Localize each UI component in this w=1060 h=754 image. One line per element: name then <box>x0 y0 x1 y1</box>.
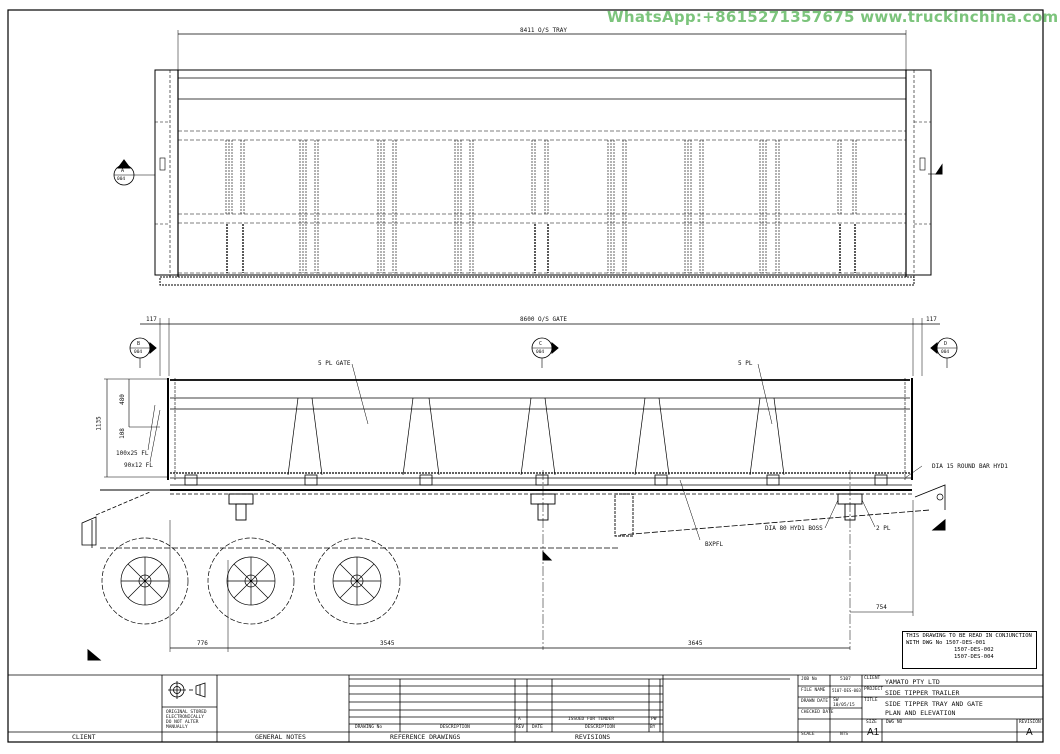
job-no-value: 5107 <box>840 677 851 682</box>
checked-label: CHECKED DATE <box>801 710 834 715</box>
date-header: DATE <box>532 725 543 730</box>
axle-dim-2: 3545 <box>380 640 395 647</box>
project-value: SIDE TIPPER TRAILER <box>885 689 960 697</box>
rear-overhang-dim: 754 <box>876 604 887 611</box>
note-line-2: WITH DWG No 1507-DES-001 <box>906 640 986 646</box>
rev-row-description: ISSUED FOR TENDER <box>568 717 615 722</box>
callout-qty: 2 PL <box>876 525 891 532</box>
callout-round-bar: DIA 15 ROUND BAR HYD1 <box>932 463 1008 470</box>
ref-description-header: DESCRIPTION <box>440 725 470 730</box>
ref-drawing-no-header: DRAWING No <box>355 725 383 730</box>
section-marker-c-letter: C <box>539 341 543 347</box>
title-block-lines <box>8 674 1043 742</box>
by-header: BY <box>650 725 656 730</box>
end-dim-right: 117 <box>926 316 937 323</box>
client-label: CLIENT <box>72 733 96 741</box>
axle-dim-3: 3645 <box>688 640 703 647</box>
note-line-3: 1507-DES-002 <box>954 647 994 653</box>
gate-dimension: 8600 O/S GATE <box>520 316 567 323</box>
watermark: WhatsApp:+8615271357675 www.truckinchina… <box>607 8 1059 26</box>
section-marker-d-letter: D <box>944 341 948 347</box>
plan-overall-dimension: 8411 O/S TRAY <box>520 27 567 34</box>
scale-label: SCALE <box>801 732 815 737</box>
note-line-1: THIS DRAWING TO BE READ IN CONJUNCTION <box>906 633 1032 639</box>
section-marker-c-sheet: 004 <box>536 350 545 355</box>
lower-dimension: 108 <box>118 428 126 439</box>
rev-header: REV <box>516 725 525 730</box>
section-marker-d-sheet: 004 <box>941 350 950 355</box>
drawn-label: DRAWN DATE <box>801 699 829 704</box>
rev-row-rev: A <box>518 717 521 722</box>
upper-dimension: 480 <box>118 394 126 405</box>
conjunction-note: THIS DRAWING TO BE READ IN CONJUNCTION W… <box>902 631 1037 669</box>
section-marker-b-letter: B <box>137 341 141 347</box>
elevation-view <box>81 318 958 661</box>
axle-dim-1: 776 <box>197 640 208 647</box>
size-value: A1 <box>867 727 880 738</box>
section-marker-b-sheet: 004 <box>134 350 143 355</box>
title-line-1: SIDE TIPPER TRAY AND GATE <box>885 700 983 708</box>
section-marker-a-sheet: 004 <box>117 177 126 182</box>
job-no-label: JOB No <box>801 677 818 682</box>
third-angle-projection-icon <box>168 681 206 699</box>
title-label: TITLE <box>864 698 878 703</box>
callout-bearer: BXPFL <box>705 541 724 548</box>
note-line-4: 1507-DES-004 <box>954 654 994 660</box>
rev-row-by: PW <box>651 717 657 722</box>
section-marker-a-letter: A <box>121 168 125 174</box>
end-dim-left: 117 <box>146 316 157 323</box>
file-name-label: FILE NAME <box>801 688 826 693</box>
callout-pivot-boss: DIA 80 HYD1 BOSS <box>765 525 823 532</box>
reference-drawings-label: REFERENCE DRAWINGS <box>390 733 461 741</box>
file-name-value: 5107-DES-003 <box>832 688 861 693</box>
general-notes-label: GENERAL NOTES <box>255 733 306 741</box>
scale-value: NTS <box>840 732 849 737</box>
drawn-value: SW <box>833 698 839 703</box>
drawn-date: 10/05/15 <box>833 703 855 708</box>
revision-value: A <box>1026 727 1033 738</box>
projection-note: ORIGINAL STORED ELECTRONICALLY DO NOT AL… <box>166 710 207 730</box>
size-label: SIZE <box>866 720 877 725</box>
callout-gate-right: 5 PL <box>738 360 753 367</box>
title-line-2: PLAN AND ELEVATION <box>885 709 956 717</box>
callout-gate-left: 5 PL GATE <box>318 360 351 367</box>
revisions-label: REVISIONS <box>575 733 611 741</box>
dwg-no-label: DWG NO <box>886 720 903 725</box>
project-label: PROJECT <box>864 687 883 692</box>
rev-description-header: DESCRIPTION <box>585 725 615 730</box>
plan-view <box>113 30 943 286</box>
callout-plate-1: 100x25 FL <box>116 450 149 457</box>
client-value: YAMATO PTY LTD <box>885 678 940 686</box>
callout-plate-2: 90x12 FL <box>124 462 153 469</box>
client-field-label: CLIENT <box>864 676 881 681</box>
revision-label: REVISION <box>1019 720 1041 725</box>
height-dimension: 1135 <box>95 416 103 431</box>
